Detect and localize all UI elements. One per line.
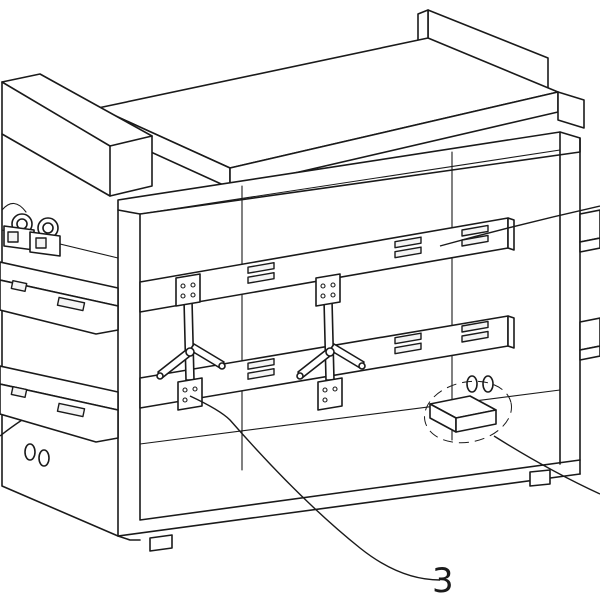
rail-slots (247, 224, 489, 380)
bracket-top-plate (315, 273, 341, 307)
left-side-panel (0, 133, 119, 537)
pivot (185, 347, 195, 357)
lower-rail-slot (461, 330, 489, 343)
leader-lines (0, 205, 600, 581)
lower-rail-slot (461, 320, 489, 333)
bolt (182, 397, 188, 403)
bolt (180, 283, 186, 289)
bolt (180, 293, 186, 299)
callout-label-3: 3 (432, 561, 454, 600)
bolt (322, 397, 328, 403)
bolt (190, 292, 196, 298)
bracket-link (189, 343, 225, 369)
bolt (320, 283, 326, 289)
pivot (156, 372, 164, 380)
pivot (358, 362, 366, 370)
bracket-link (329, 343, 365, 369)
bracket-assemblies (156, 273, 366, 411)
main-frame (117, 131, 581, 552)
lower-rail-slot (394, 332, 422, 345)
pivot (325, 347, 335, 357)
bolt (332, 386, 338, 392)
upper-rail-slot (394, 246, 422, 259)
bracket-top-plate (175, 273, 201, 307)
bracket-bottom-plate (177, 377, 203, 411)
bolt (330, 282, 336, 288)
bolt (182, 387, 188, 393)
bolt (330, 292, 336, 298)
lower-rail-slot (247, 357, 275, 370)
lower-rail-slot (247, 367, 275, 380)
clamp-assembly (1, 202, 61, 257)
upper-rail-slot (247, 261, 275, 274)
right-bracket (296, 273, 366, 411)
roof-assembly (1, 9, 585, 197)
upper-rail-slot (461, 224, 489, 237)
left-bracket (156, 273, 226, 411)
upper-rail-slot (394, 236, 422, 249)
pivot (296, 372, 304, 380)
bolt (192, 386, 198, 392)
bracket-arm (323, 299, 335, 381)
upper-rail-slot (247, 271, 275, 284)
upper-rail-slot (461, 234, 489, 247)
right-side-plates (579, 209, 600, 361)
bolt (322, 387, 328, 393)
pivot (218, 362, 226, 370)
bracket-arm (183, 299, 195, 381)
lower-rail-slot (394, 342, 422, 355)
bolt (190, 282, 196, 288)
bracket-bottom-plate (317, 377, 343, 411)
sensor-box (424, 375, 512, 444)
bolt (320, 293, 326, 299)
